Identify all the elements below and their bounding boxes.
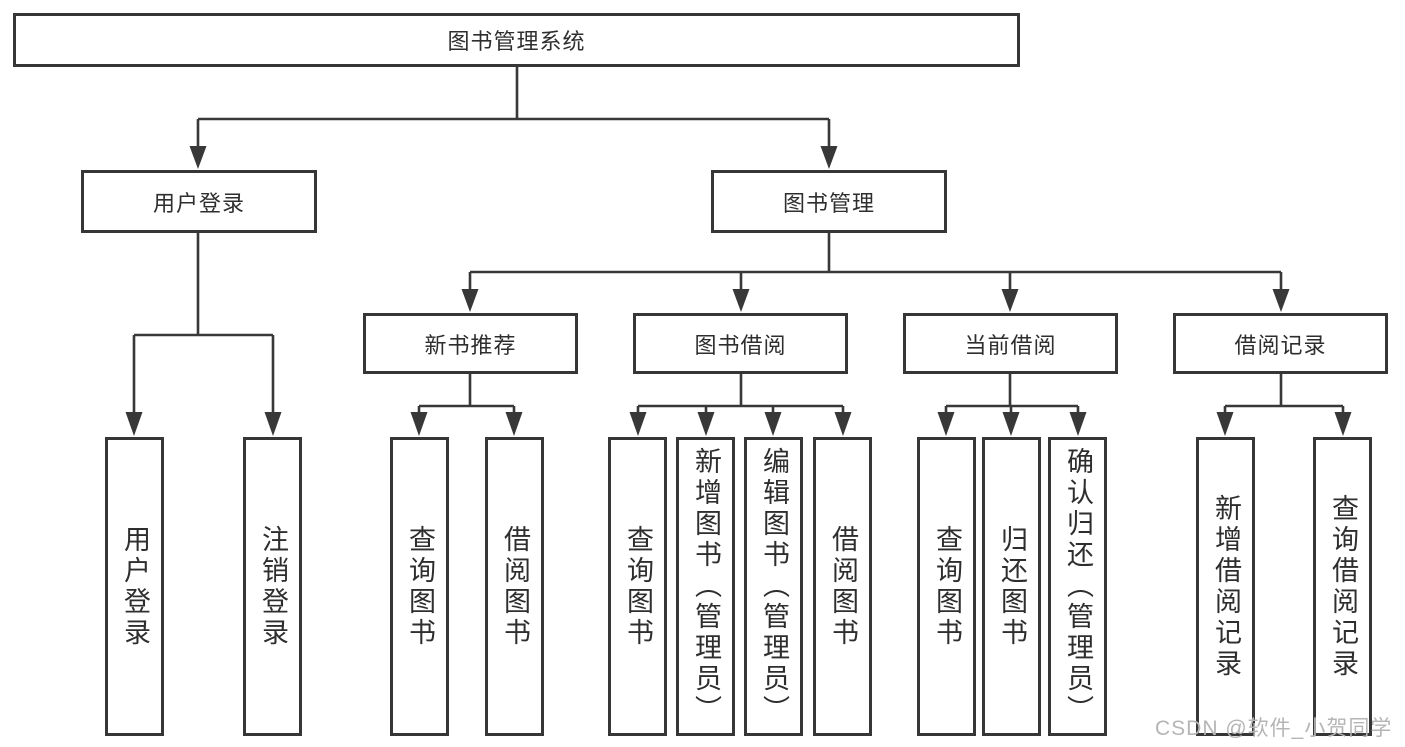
leaf-borrow-books-recommend: 借阅图书 (485, 437, 544, 736)
connector-root (196, 67, 831, 148)
arrowheads (125, 146, 1352, 436)
arrowhead (834, 412, 852, 436)
leaf-query-books-borrow: 查询图书 (608, 437, 667, 736)
arrowhead (1216, 412, 1234, 436)
leaf-user-login: 用户登录 (105, 437, 164, 736)
node-borrow-records: 借阅记录 (1173, 313, 1388, 374)
leaf-query-books-recommend: 查询图书 (390, 437, 449, 736)
connector-borrow-records (1223, 374, 1345, 415)
connector-book-borrow (636, 374, 845, 415)
node-new-book-recommend: 新书推荐 (363, 313, 578, 374)
arrowhead (629, 412, 647, 436)
leaf-label: 查询图书 (623, 524, 653, 649)
arrowhead (1069, 412, 1087, 436)
leaf-return-books: 归还图书 (982, 437, 1041, 736)
arrowhead (1334, 412, 1352, 436)
arrowhead (697, 412, 715, 436)
connector-current-borrow (944, 374, 1080, 415)
connector-book-management (468, 233, 1283, 291)
leaf-label: 新增图书（管理员） (691, 447, 721, 726)
leaf-label: 查询图书 (932, 524, 962, 649)
leaf-query-borrow-record: 查询借阅记录 (1313, 437, 1372, 736)
arrowhead (732, 289, 750, 312)
arrowhead (1272, 289, 1290, 312)
leaf-label: 借阅图书 (500, 524, 530, 649)
connectors (132, 67, 1345, 415)
connector-user-login (132, 233, 275, 414)
arrowhead (820, 146, 838, 169)
arrowhead (461, 289, 479, 312)
arrowhead (505, 412, 523, 436)
leaf-query-books-current: 查询图书 (917, 437, 976, 736)
connector-new-book-recommend (417, 374, 516, 415)
node-root: 图书管理系统 (13, 13, 1020, 67)
leaf-label: 查询借阅记录 (1328, 493, 1358, 680)
leaf-label: 归还图书 (997, 524, 1027, 649)
leaf-add-borrow-record: 新增借阅记录 (1196, 437, 1255, 736)
leaf-label: 查询图书 (405, 524, 435, 649)
arrowhead (264, 412, 282, 436)
leaf-label: 编辑图书（管理员） (759, 447, 789, 726)
node-book-management: 图书管理 (711, 170, 947, 233)
node-book-borrow: 图书借阅 (633, 313, 848, 374)
node-current-borrow: 当前借阅 (903, 313, 1118, 374)
watermark: CSDN @软件_小贺同学 (1155, 717, 1393, 740)
leaf-add-books-admin: 新增图书（管理员） (676, 437, 735, 736)
leaf-label: 注销登录 (258, 524, 288, 649)
leaf-borrow-books: 借阅图书 (813, 437, 872, 736)
arrowhead (125, 412, 143, 436)
leaf-label: 用户登录 (120, 524, 150, 649)
arrowhead (1002, 412, 1020, 436)
leaf-logout: 注销登录 (243, 437, 302, 736)
leaf-label: 确认归还（管理员） (1063, 447, 1093, 726)
arrowhead (764, 412, 782, 436)
leaf-confirm-return-admin: 确认归还（管理员） (1048, 437, 1107, 736)
leaf-label: 借阅图书 (828, 524, 858, 649)
arrowhead (410, 412, 428, 436)
node-user-login-group: 用户登录 (81, 170, 317, 233)
leaf-edit-books-admin: 编辑图书（管理员） (744, 437, 803, 736)
arrowhead (189, 146, 207, 169)
leaf-label: 新增借阅记录 (1211, 493, 1241, 680)
arrowhead (937, 412, 955, 436)
arrowhead (1001, 289, 1019, 312)
